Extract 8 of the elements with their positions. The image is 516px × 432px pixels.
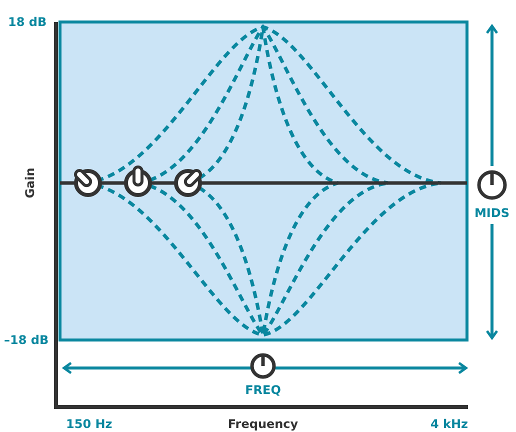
control-label: FREQ [245,383,281,397]
control-label: MIDS [474,206,510,220]
axis-value-label: 4 kHz [430,417,468,431]
axis-title: Frequency [228,417,298,431]
axis-title: Gain [23,168,37,198]
axis-value-label: 18 dB [8,15,47,29]
axis-value-label: 150 Hz [66,417,112,431]
axis-value-label: –18 dB [4,333,49,347]
